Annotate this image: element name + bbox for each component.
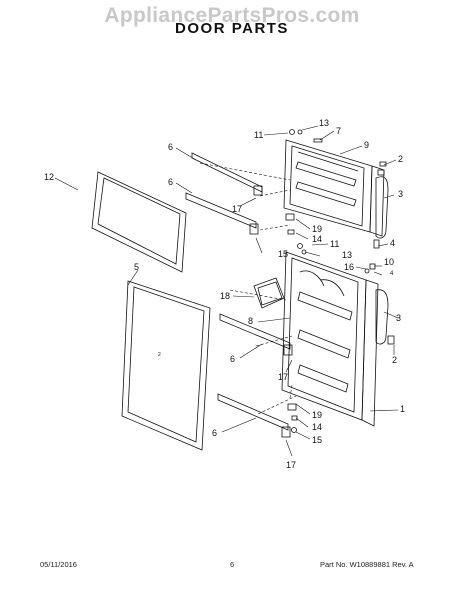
callout-17: 17 — [232, 204, 242, 214]
callout-19: 19 — [312, 224, 322, 234]
footer-page-number: 6 — [230, 560, 235, 569]
freezer-door — [283, 139, 385, 237]
callout-3: 3 — [396, 313, 401, 323]
hinge-hardware — [285, 129, 395, 433]
callout-5: 5 — [134, 262, 139, 272]
callout-10: 10 — [384, 257, 394, 267]
callout-12: 12 — [44, 172, 54, 182]
callout-16: 16 — [344, 262, 354, 272]
fridge-shelf-bar-upper — [219, 313, 293, 356]
freezer-shelf-bar-upper — [191, 152, 263, 196]
refrigerator-door-handle — [375, 289, 389, 345]
page-title: DOOR PARTS — [175, 20, 289, 37]
callout-8: 8 — [248, 316, 253, 326]
fridge-shelf-bar-lower — [217, 393, 291, 438]
callout-6: 6 — [168, 142, 173, 152]
refrigerator-door-gasket: 2 — [121, 280, 211, 451]
freezer-door-gasket — [91, 171, 187, 273]
footer-date: 05/11/2016 — [40, 560, 77, 569]
callout-6: 6 — [230, 354, 235, 364]
callout-19: 19 — [312, 410, 322, 420]
callout-13: 13 — [342, 250, 352, 260]
freezer-door-handle — [375, 176, 389, 239]
callout-7: 7 — [336, 126, 341, 136]
callout-4: 4 — [390, 238, 395, 248]
callout-17: 17 — [278, 372, 288, 382]
callout-18: 18 — [220, 291, 230, 301]
callout-14: 14 — [312, 422, 322, 432]
freezer-shelf-bar-lower — [185, 192, 259, 235]
callout-11: 11 — [330, 239, 339, 249]
callout-1: 1 — [400, 404, 405, 414]
callout-15: 15 — [278, 249, 288, 259]
callout-2: 2 — [398, 154, 403, 164]
callout-11: 11 — [254, 130, 263, 140]
callout-15: 15 — [312, 435, 322, 445]
callout-3: 3 — [398, 189, 403, 199]
callout-14: 14 — [312, 234, 322, 244]
callout-17: 17 — [286, 460, 296, 470]
callout-13: 13 — [319, 118, 329, 128]
callout-labels: 11 13 7 9 6 2 3 12 6 17 19 14 11 15 13 4… — [44, 118, 405, 470]
svg-text:2: 2 — [158, 352, 161, 358]
dairy-door — [253, 277, 285, 309]
leader-lines — [54, 125, 399, 457]
callout-6: 6 — [168, 177, 173, 187]
watermark: AppliancePartsPros.com — [104, 4, 360, 27]
callout-2: 2 — [392, 355, 397, 365]
refrigerator-door — [281, 251, 379, 427]
footer-part-number: Part No. W10889881 Rev. A — [320, 560, 414, 569]
callout-9: 9 — [364, 140, 369, 150]
callout-6: 6 — [212, 428, 217, 438]
callout-4: 4 — [390, 271, 394, 277]
